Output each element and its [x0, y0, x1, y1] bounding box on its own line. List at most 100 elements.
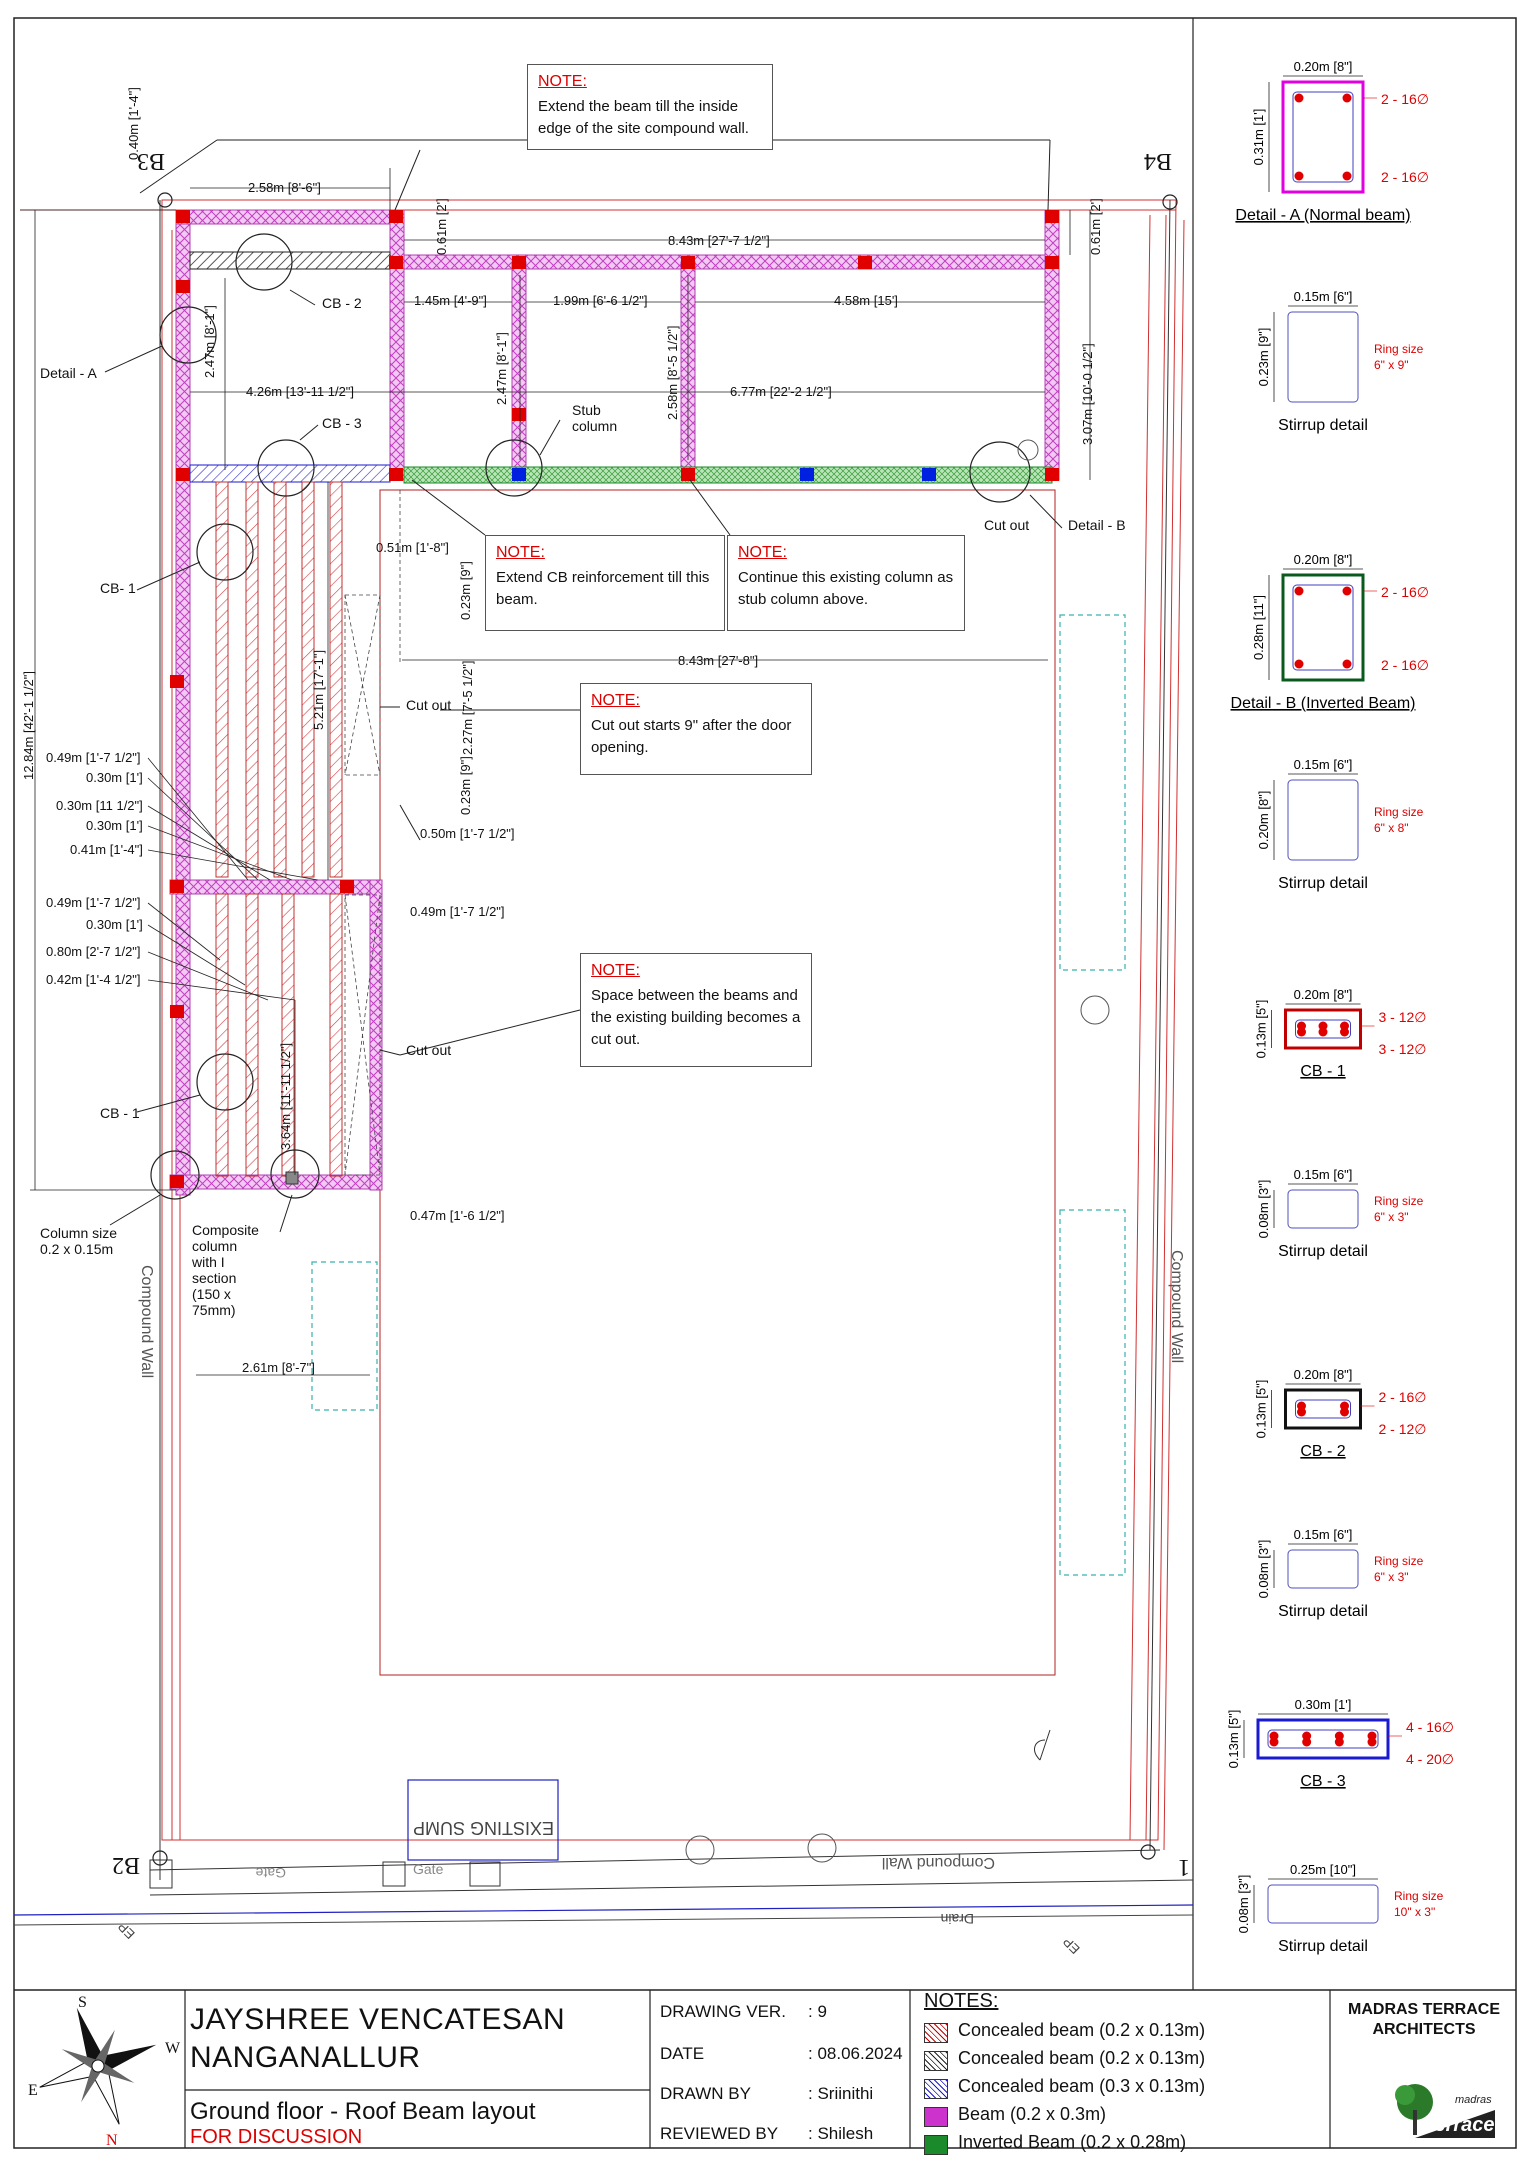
stair-dim: 0.41m [1'-4"]: [70, 842, 143, 857]
section-caption: Stirrup detail: [1278, 1243, 1368, 1260]
ring-size-label: Ring size: [1374, 1194, 1424, 1208]
dim-label: 0.23m [9"]: [458, 756, 473, 815]
plan-text: B3 B4 B2 1 0.40m [1'-4"] 2.58m [8'-6"] 0…: [21, 87, 1190, 1957]
note-extend-cb: NOTE:Extend CB reinforcement till this b…: [485, 535, 725, 631]
label-ep: EP: [115, 1919, 138, 1942]
date-value: : 08.06.2024: [808, 2044, 903, 2063]
stair-dim: 0.30m [1']: [86, 770, 143, 785]
inverted-beam: [403, 466, 1053, 484]
corner-1: 1: [1178, 1854, 1190, 1880]
section-depth-label: 0.31m [1']: [1251, 109, 1266, 166]
section-cb1: 0.20m [8"]0.13m [5"]3 - 12∅3 - 12∅CB - 1: [1254, 987, 1427, 1080]
section-width-label: 0.25m [10"]: [1290, 1862, 1356, 1877]
label-cut-out: Cut out: [406, 697, 451, 713]
legend-swatch: [924, 2135, 948, 2155]
stair-dim: 0.30m [1']: [86, 917, 143, 932]
section-detail-b: 0.20m [8"]0.28m [11"]2 - 16∅2 - 16∅Detai…: [1231, 552, 1429, 712]
rebar-dot: [1297, 1027, 1306, 1037]
ring-size-label: 6" x 9": [1374, 358, 1409, 372]
legend-label: Beam (0.2 x 0.3m): [958, 2104, 1107, 2124]
section-outline: [1256, 1718, 1390, 1760]
drain-line: [13, 1904, 1194, 1916]
reviewed-value: : Shilesh: [808, 2124, 874, 2143]
section-outline: [1284, 1388, 1362, 1430]
rebar-dot: [1342, 93, 1352, 103]
label-compound-wall: Compound Wall: [138, 1265, 155, 1378]
dim-label: 1.45m [4'-9"]: [414, 293, 487, 308]
dim-label: 2.58m [8'-6"]: [248, 180, 321, 195]
section-outline: [1287, 779, 1359, 861]
dim-label: 8.43m [27'-8"]: [678, 653, 758, 668]
ring-size-label: 6" x 3": [1374, 1570, 1409, 1584]
ring-size-label: Ring size: [1374, 805, 1424, 819]
dim-label: 3.64m [11'-11 1/2"]: [278, 1043, 293, 1150]
rebar-dot: [1294, 659, 1304, 669]
stair-dim: 0.49m [1'-7 1/2"]: [46, 895, 141, 910]
ring-size-label: Ring size: [1374, 1554, 1424, 1568]
rebar-dot: [1302, 1737, 1312, 1747]
rebar-top-label: 2 - 16∅: [1381, 584, 1429, 600]
compass-w: W: [165, 2040, 181, 2057]
section-caption: Detail - B (Inverted Beam): [1231, 695, 1416, 712]
ring-size-label: 6" x 3": [1374, 1210, 1409, 1224]
rebar-dot: [1334, 1737, 1344, 1747]
rebar-dot: [1340, 1027, 1349, 1037]
section-outline: [1281, 80, 1365, 194]
dim-label: 0.61m [2']: [1088, 198, 1103, 255]
label-cut-out: Cut out: [406, 1042, 451, 1058]
tree-logo-icon: [1395, 2084, 1495, 2138]
section-depth-label: 0.13m [5"]: [1226, 1710, 1241, 1769]
ring-size-label: 10" x 3": [1394, 1905, 1435, 1919]
ver-label: DRAWING VER.: [660, 2002, 786, 2021]
existing-sump: [407, 1779, 559, 1861]
label-detail-a: Detail - A: [40, 365, 97, 381]
ring-size-label: Ring size: [1394, 1889, 1444, 1903]
section-width-label: 0.15m [6"]: [1294, 1527, 1353, 1542]
legend-label: Inverted Beam (0.2 x 0.28m): [958, 2132, 1187, 2152]
client-name: JAYSHREE VENCATESAN: [190, 2003, 566, 2036]
firm-logo: madras Terrace: [1385, 2080, 1505, 2140]
dim-label: 2.58m [8'-5 1/2"]: [665, 325, 680, 420]
legend-label: Concealed beam (0.2 x 0.13m): [958, 2048, 1206, 2068]
label-gate: Gate: [255, 1865, 286, 1881]
rebar-dot: [1318, 1027, 1328, 1037]
stair-dim: 0.30m [1']: [86, 818, 143, 833]
note-stub-column: NOTE:Continue this existing column as st…: [727, 535, 965, 631]
label-cb3: CB - 3: [322, 415, 362, 431]
section-outline: [1287, 1549, 1359, 1589]
cb2-beam: [189, 251, 391, 270]
label-compound-wall: Compound Wall: [1168, 1250, 1185, 1363]
label-compound-wall: Compound Wall: [882, 1854, 995, 1871]
section-depth-label: 0.28m [11"]: [1251, 595, 1266, 660]
ver-value: : 9: [808, 2002, 827, 2021]
stair-dim: 0.80m [2'-7 1/2"]: [46, 944, 141, 959]
rebar-dot: [1342, 171, 1352, 181]
label-drain: Drain: [941, 1911, 974, 1927]
dim-label: 0.51m [1'-8"]: [376, 540, 449, 555]
rebar-dot: [1340, 1407, 1349, 1417]
dim-label: 5.21m [17'-1"]: [311, 650, 326, 730]
drawing-title: Ground floor - Roof Beam layout: [190, 2098, 536, 2125]
section-caption: Stirrup detail: [1278, 417, 1368, 434]
note-space-cut-out: NOTE:Space between the beams and the exi…: [580, 953, 812, 1067]
corner-b2: B2: [112, 1852, 140, 1878]
rebar-top-label: 4 - 16∅: [1406, 1719, 1454, 1735]
rebar-dot: [1342, 659, 1352, 669]
logo-small-text: madras: [1455, 2094, 1492, 2106]
ring-size-label: 6" x 8": [1374, 821, 1409, 835]
label-cb1: CB- 1: [100, 580, 136, 596]
corner-b4: B4: [1144, 148, 1172, 174]
dim-label: 2.47m [8'-1"]: [494, 332, 509, 405]
label-cb1: CB - 1: [100, 1105, 140, 1121]
callout-circles: [150, 192, 1178, 1866]
dim-label: 0.40m [1'-4"]: [126, 87, 141, 160]
reviewed-label: REVIEWED BY: [660, 2124, 779, 2143]
rebar-bottom-label: 2 - 16∅: [1381, 657, 1429, 673]
section-width-label: 0.15m [6"]: [1294, 289, 1353, 304]
